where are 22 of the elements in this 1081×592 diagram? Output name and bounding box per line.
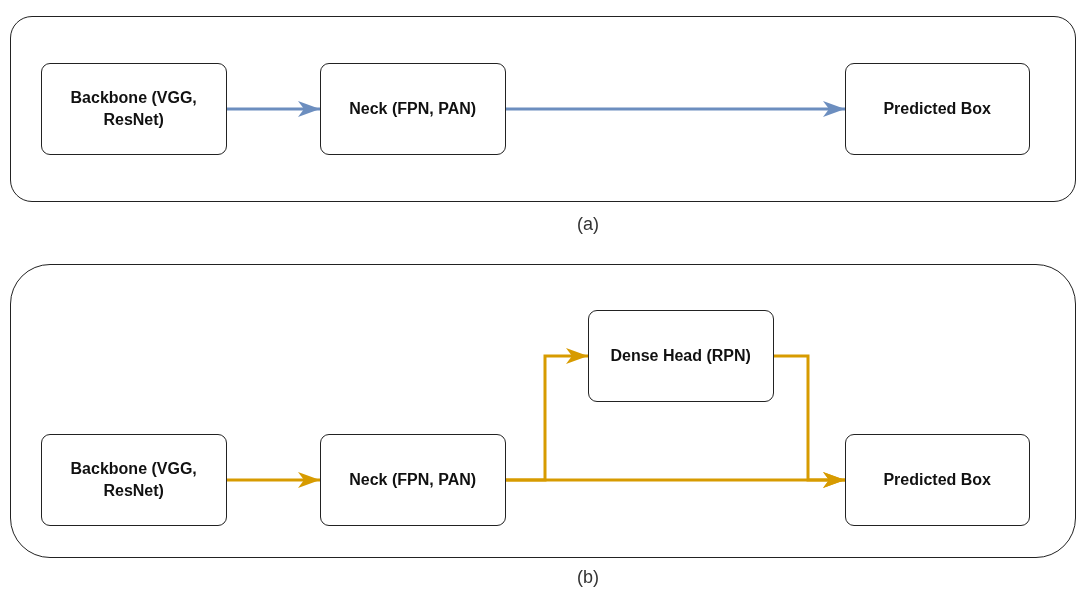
- box-label: Neck (FPN, PAN): [349, 98, 477, 119]
- box-label: Backbone (VGG, ResNet): [69, 87, 198, 130]
- box-label: Backbone (VGG, ResNet): [69, 458, 198, 501]
- arrow: [227, 101, 320, 117]
- arrow: [506, 101, 845, 117]
- process-box: [319, 62, 506, 155]
- box-label: Predicted Box: [883, 469, 991, 490]
- group-panel: [10, 264, 1076, 558]
- box-label: Neck (FPN, PAN): [349, 469, 477, 490]
- process-box: [40, 433, 227, 526]
- panel-caption: (b): [577, 567, 599, 588]
- process-box: [319, 433, 506, 526]
- process-box: [587, 309, 774, 402]
- panel-caption: (a): [577, 214, 599, 235]
- box-label: Predicted Box: [883, 98, 991, 119]
- process-box: [844, 433, 1030, 526]
- arrow: [227, 472, 320, 488]
- arrow: [774, 354, 845, 488]
- box-label: Dense Head (RPN): [610, 345, 751, 366]
- process-box: [844, 62, 1030, 155]
- group-panel: [10, 16, 1076, 202]
- process-box: [40, 62, 227, 155]
